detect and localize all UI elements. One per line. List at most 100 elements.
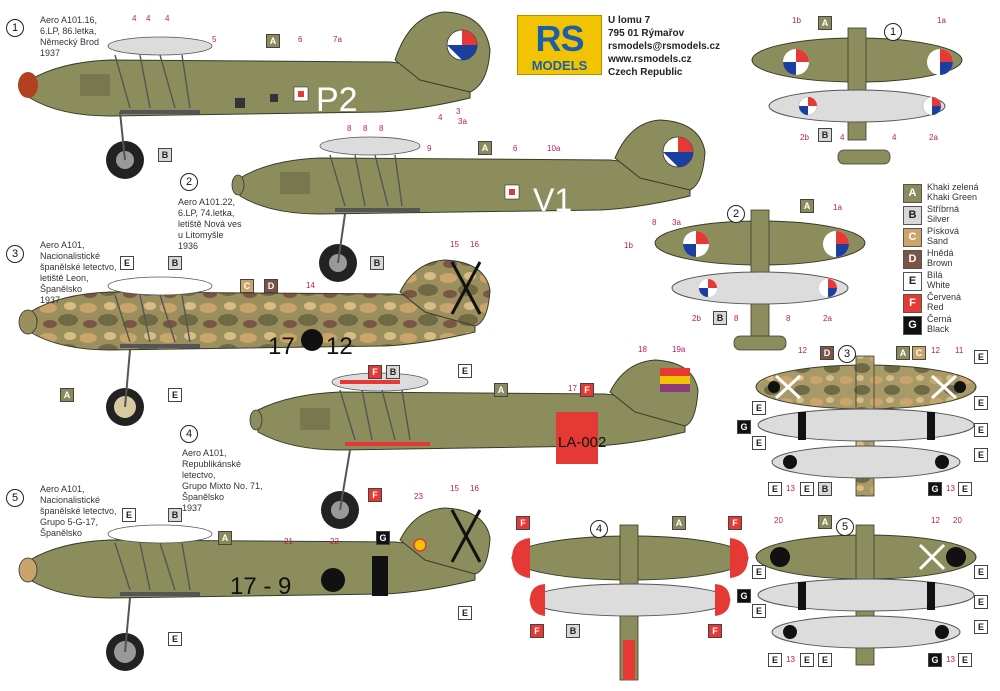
- callout: 4: [146, 14, 151, 23]
- topview-3: [755, 355, 977, 497]
- callout: 4: [892, 133, 897, 142]
- callout: 2b: [692, 314, 701, 323]
- profile-1: [18, 11, 491, 179]
- tag-e: E: [752, 604, 766, 618]
- callout: 2a: [929, 133, 938, 142]
- callout: 12: [798, 346, 807, 355]
- profile-2: [231, 119, 706, 282]
- tag-e: E: [974, 620, 988, 634]
- callout: 8: [734, 314, 739, 323]
- address-street: U lomu 7: [608, 15, 651, 26]
- tag-c: C: [240, 279, 254, 293]
- scheme-number-2: 2: [180, 173, 198, 191]
- address-city: 795 01 Rýmařov: [608, 28, 685, 39]
- tag-e: E: [974, 350, 988, 364]
- tag-f: F: [368, 365, 382, 379]
- scheme-caption-5: Aero A101, Nacionalistické španělské let…: [40, 484, 117, 538]
- tag-e: E: [458, 606, 472, 620]
- callout: 6: [513, 144, 518, 153]
- callout: 16: [470, 240, 479, 249]
- callout: 2b: [800, 133, 809, 142]
- scheme-number-5: 5: [6, 489, 24, 507]
- tag-f: F: [708, 624, 722, 638]
- callout: 15: [450, 484, 459, 493]
- topview-1: [751, 27, 963, 165]
- tag-a: A: [800, 199, 814, 213]
- code-la002: LA-002: [558, 434, 606, 451]
- tag-a: A: [60, 388, 74, 402]
- tag-e: E: [752, 401, 766, 415]
- tag-e: E: [974, 565, 988, 579]
- scheme-caption-1: Aero A101.16, 6.LP, 86.letka, Německý Br…: [40, 15, 100, 58]
- tag-e: E: [974, 396, 988, 410]
- topview-number-5: 5: [836, 518, 854, 536]
- tag-e: E: [818, 653, 832, 667]
- profile-5: [18, 507, 491, 671]
- profile-4: [249, 359, 699, 529]
- tag-b: B: [370, 256, 384, 270]
- callout: 4: [165, 14, 170, 23]
- code-17-9: 17 - 9: [230, 573, 291, 600]
- tag-b: B: [168, 256, 182, 270]
- tag-a: A: [266, 34, 280, 48]
- code-v1: V1: [533, 182, 572, 218]
- callout: 3a: [672, 218, 681, 227]
- callout: 5: [212, 35, 217, 44]
- tag-e: E: [958, 653, 972, 667]
- tag-e: E: [752, 436, 766, 450]
- tag-f: F: [530, 624, 544, 638]
- callout: 12: [931, 346, 940, 355]
- tag-e: E: [168, 632, 182, 646]
- tag-d: D: [264, 279, 278, 293]
- callout: 4: [840, 133, 845, 142]
- tag-g: G: [928, 653, 942, 667]
- legend-swatch-a: A: [903, 184, 922, 203]
- address-web: www.rsmodels.cz: [608, 54, 692, 65]
- legend-swatch-b: B: [903, 206, 922, 225]
- callout: 15: [450, 240, 459, 249]
- callout: 12: [931, 516, 940, 525]
- scheme-number-1: 1: [6, 19, 24, 37]
- topview-number-1: 1: [884, 23, 902, 41]
- tag-e: E: [974, 423, 988, 437]
- topview-number-3: 3: [838, 345, 856, 363]
- tag-a: A: [672, 516, 686, 530]
- code-3-right: 12: [326, 333, 353, 360]
- tag-b: B: [168, 508, 182, 522]
- tag-e: E: [768, 653, 782, 667]
- callout: 13: [786, 655, 795, 664]
- callout: 1b: [624, 241, 633, 250]
- tag-b: B: [818, 482, 832, 496]
- callout: 20: [774, 516, 783, 525]
- tag-a: A: [818, 515, 832, 529]
- callout: 20: [953, 516, 962, 525]
- tag-b: B: [566, 624, 580, 638]
- tag-f: F: [368, 488, 382, 502]
- tag-e: E: [120, 256, 134, 270]
- callout: 6: [298, 35, 303, 44]
- tag-a: A: [218, 531, 232, 545]
- callout: 13: [786, 484, 795, 493]
- callout: 1b: [792, 16, 801, 25]
- callout: 8: [347, 124, 352, 133]
- callout: 11: [955, 346, 964, 355]
- callout: 14: [306, 281, 315, 290]
- tag-a: A: [896, 346, 910, 360]
- tag-e: E: [752, 565, 766, 579]
- callout: 13: [946, 655, 955, 664]
- callout: 18: [638, 345, 647, 354]
- tag-b: B: [386, 365, 400, 379]
- tag-b: B: [713, 311, 727, 325]
- logo-models: MODELS: [531, 58, 588, 73]
- callout: 3: [456, 107, 461, 116]
- scheme-caption-2: Aero A101.22, 6.LP, 74.letka, letiště No…: [178, 197, 242, 251]
- address-country: Czech Republic: [608, 67, 683, 78]
- tag-e: E: [958, 482, 972, 496]
- callout: 21: [284, 537, 293, 546]
- code-p2: P2: [316, 81, 358, 119]
